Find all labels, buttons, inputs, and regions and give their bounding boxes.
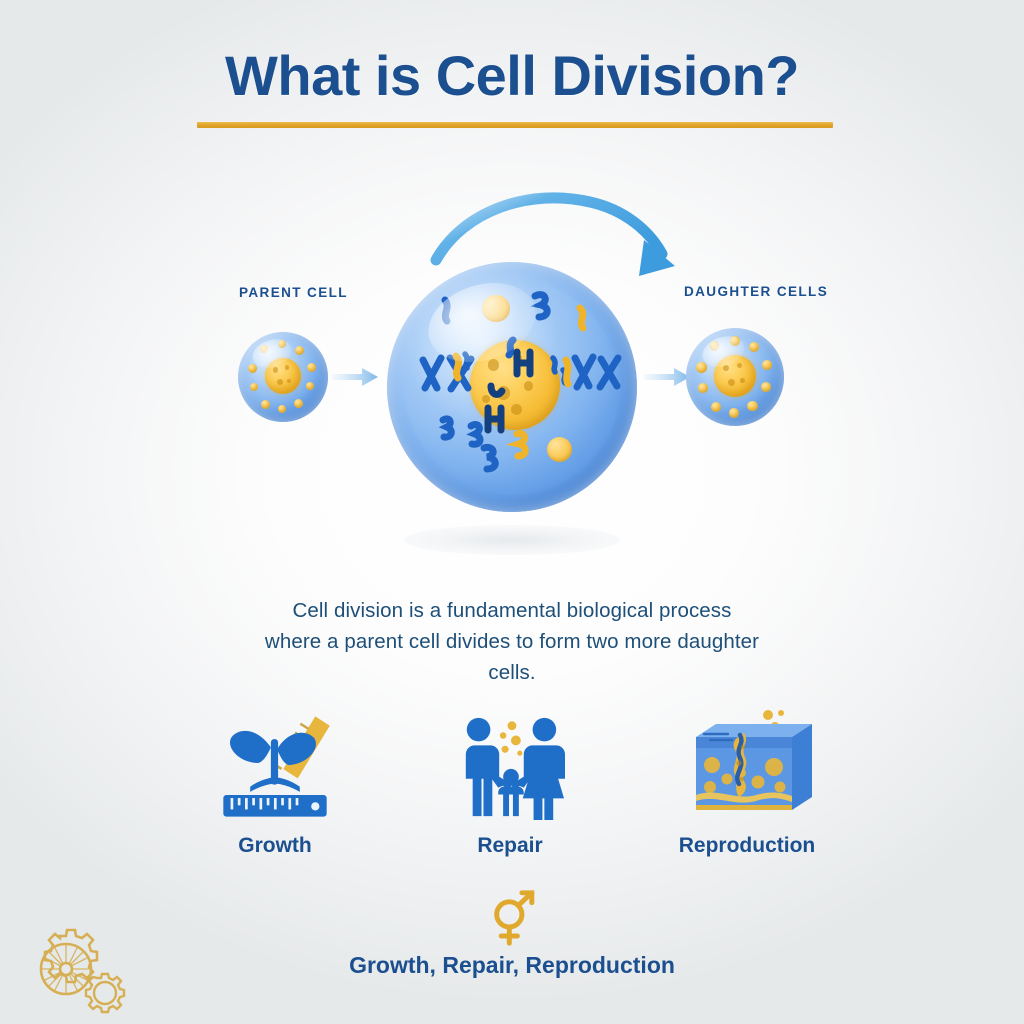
cell-division-diagram: PARENT CELL DAUGHTER CELLS <box>0 180 1024 580</box>
page-title: What is Cell Division? <box>225 44 799 107</box>
gears-icon <box>16 926 128 1018</box>
benefit-growth[interactable]: Growth <box>170 706 380 858</box>
title-block: What is Cell Division? <box>0 44 1024 128</box>
benefits-row: Growth <box>0 706 1024 876</box>
benefit-reproduction[interactable]: Reproduction <box>642 706 852 858</box>
benefit-label: Reproduction <box>678 834 816 857</box>
footer-block: Growth, Repair, Reproduction <box>0 890 1024 979</box>
daughter-cell-icon <box>686 328 784 426</box>
dividing-cell-icon <box>387 262 637 512</box>
daughter-cells-label: DAUGHTER CELLS <box>684 284 829 299</box>
parent-cell-label: PARENT CELL <box>239 285 348 300</box>
arrow-right-icon <box>332 366 378 388</box>
description-text: Cell division is a fundamental biologica… <box>264 599 760 685</box>
curved-arrow-icon <box>430 192 675 276</box>
skin-layers-icon <box>642 706 852 824</box>
parent-cell-icon <box>238 332 328 422</box>
benefit-repair[interactable]: Repair <box>405 706 615 858</box>
chromosomes <box>419 291 622 473</box>
arrow-right-icon <box>644 366 690 388</box>
family-icon <box>405 706 615 824</box>
cell-drop-shadow <box>404 525 620 555</box>
footer-caption: Growth, Repair, Reproduction <box>349 952 675 978</box>
benefit-label: Repair <box>477 834 543 857</box>
title-underline-rule <box>197 122 833 128</box>
plant-ruler-icon <box>170 706 380 824</box>
gender-symbol-icon <box>0 890 1024 946</box>
benefit-label: Growth <box>238 834 312 857</box>
